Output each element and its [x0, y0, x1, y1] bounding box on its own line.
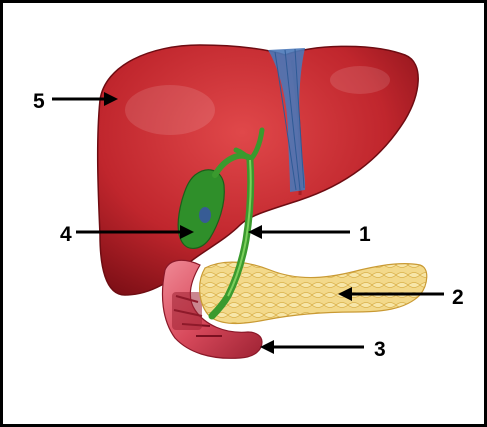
digestive-organs-illustration — [3, 3, 484, 424]
label-2: 2 — [452, 287, 464, 308]
label-1: 1 — [359, 224, 371, 245]
label-3: 3 — [374, 339, 386, 360]
arrow-3 — [260, 340, 364, 354]
label-4: 4 — [60, 224, 72, 245]
arrow-1 — [248, 225, 350, 239]
label-5: 5 — [33, 91, 45, 112]
arrow-5 — [52, 92, 118, 106]
